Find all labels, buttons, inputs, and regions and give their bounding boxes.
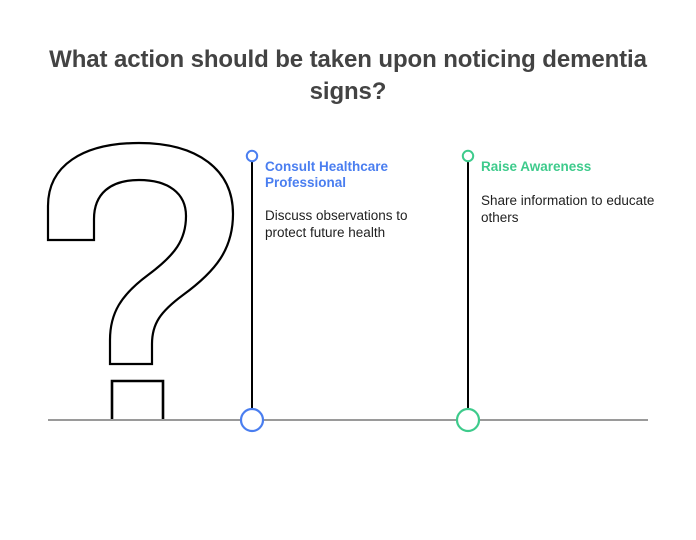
- page-title: What action should be taken upon noticin…: [49, 46, 647, 105]
- annotation-block-1: Raise Awareness Share information to edu…: [481, 159, 656, 226]
- timeline-item-0[interactable]: [239, 149, 265, 433]
- circle-marker-blue-icon[interactable]: [245, 149, 259, 163]
- circle-node-blue-icon[interactable]: [239, 407, 265, 433]
- circle-node-green-icon[interactable]: [455, 407, 481, 433]
- circle-marker-green-icon[interactable]: [461, 149, 475, 163]
- annotation-spacer: [265, 190, 440, 208]
- annotation-block-0: Consult Healthcare Professional Discuss …: [265, 159, 440, 242]
- annotation-spacer: [481, 175, 656, 193]
- annotation-label-0: Consult Healthcare Professional: [265, 159, 389, 190]
- question-mark-dot: [110, 379, 165, 420]
- annotation-description-1: Share information to educate others: [481, 192, 655, 225]
- timeline-item-1[interactable]: [455, 149, 481, 433]
- question-mark-outline-icon: [46, 141, 235, 420]
- annotation-description-0: Discuss observations to protect future h…: [265, 208, 408, 241]
- annotation-label-1: Raise Awareness: [481, 159, 592, 174]
